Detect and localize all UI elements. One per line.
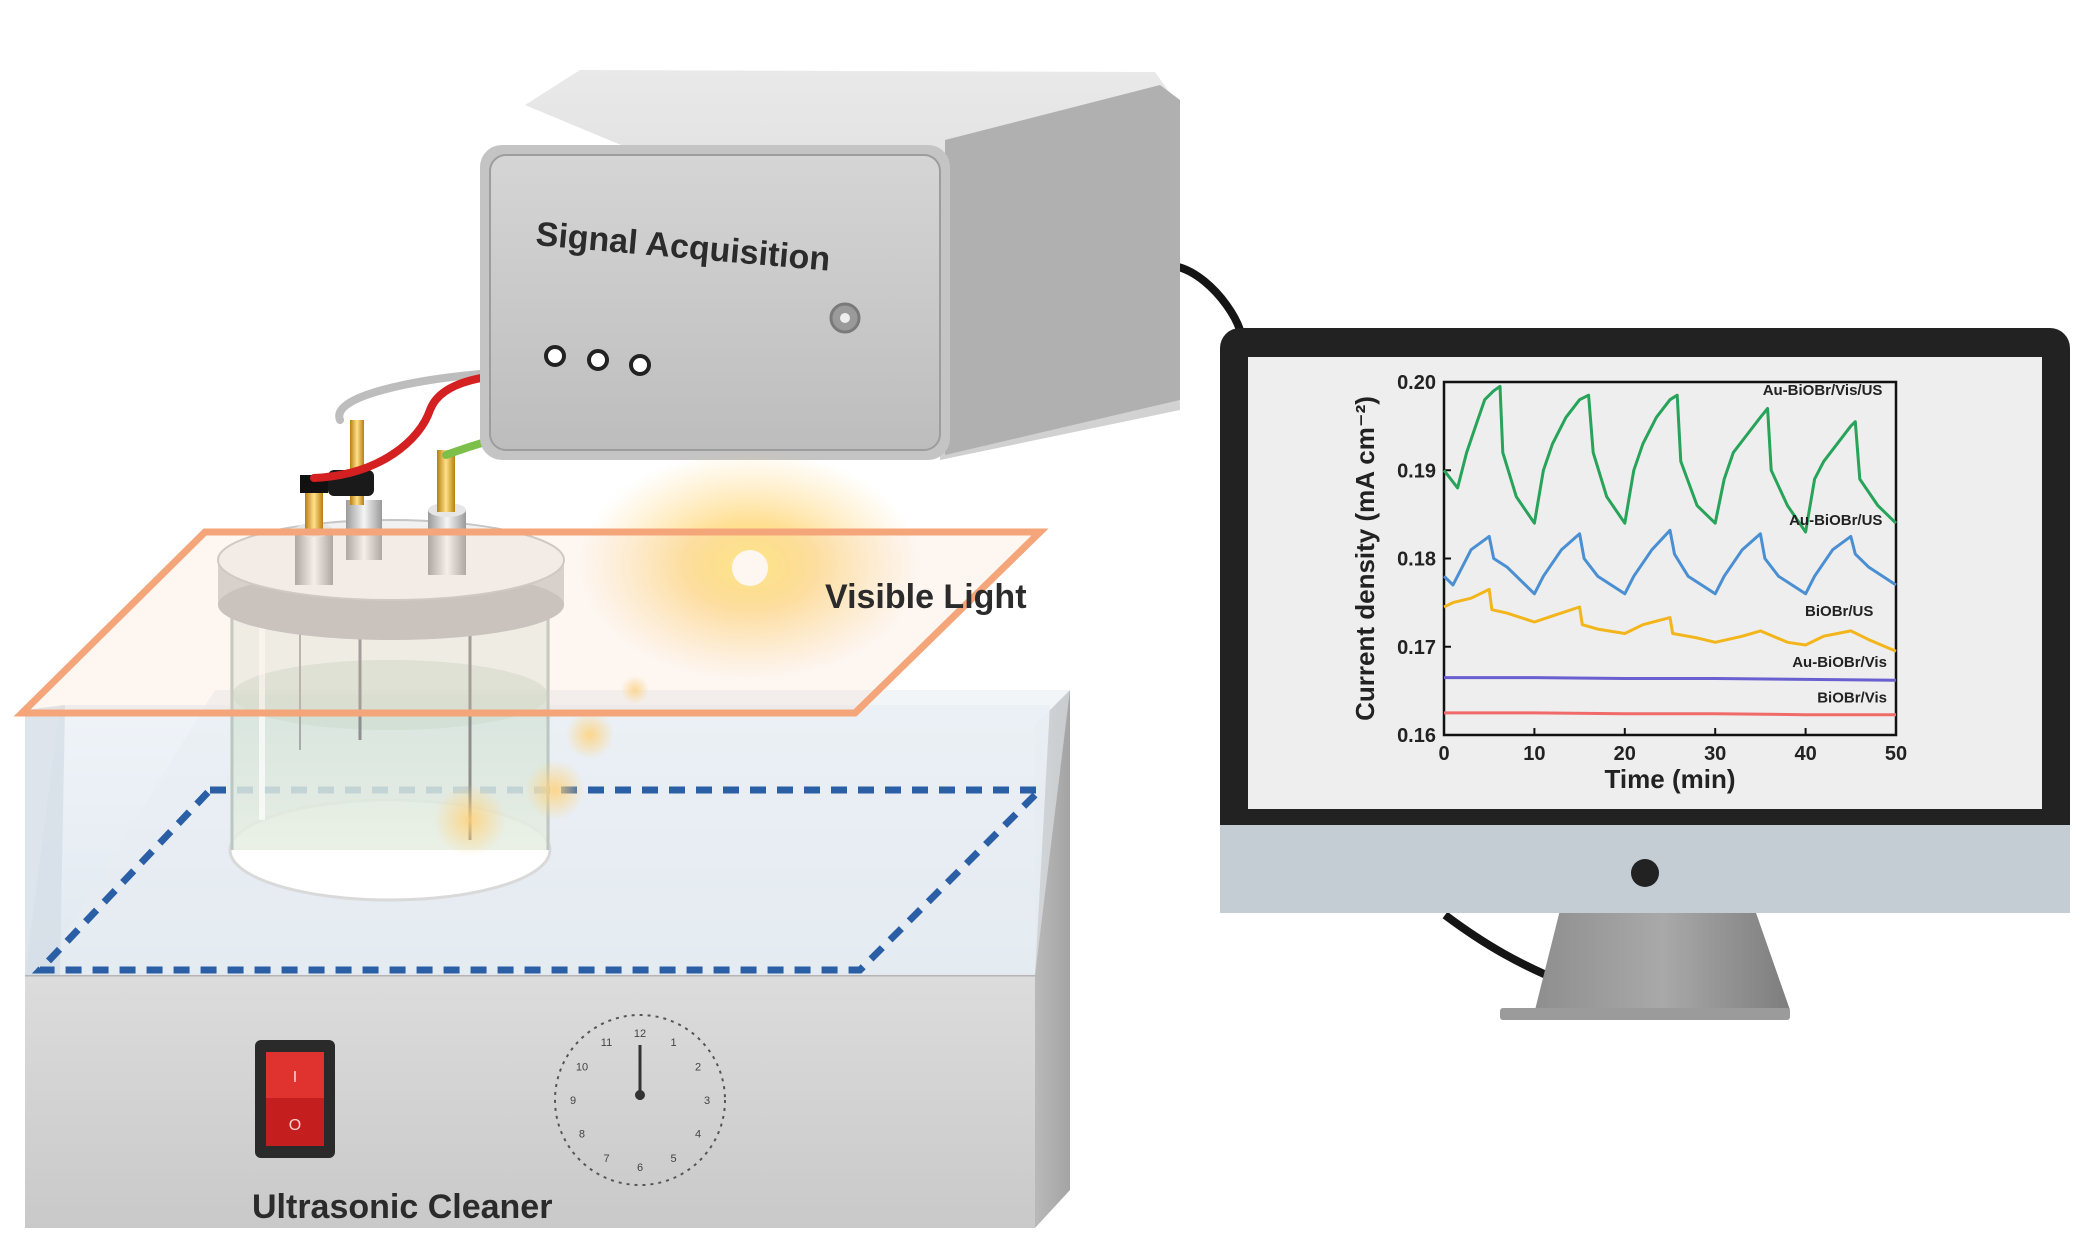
series-label: Au-BiOBr/Vis xyxy=(1792,654,1887,671)
x-tick-label: 10 xyxy=(1523,743,1545,765)
clock-number: 11 xyxy=(601,1037,612,1049)
clock-number: 2 xyxy=(695,1062,701,1074)
series-line xyxy=(1443,587,1897,653)
clock-number: 5 xyxy=(670,1153,676,1165)
light-source-icon xyxy=(434,450,920,856)
series-label: BiOBr/US xyxy=(1805,603,1873,620)
switch-off-mark: O xyxy=(289,1117,301,1134)
x-tick-label: 20 xyxy=(1614,743,1636,765)
clock-pivot xyxy=(635,1090,645,1100)
y-tick-label: 0.18 xyxy=(1397,549,1436,571)
series-line xyxy=(1444,711,1896,717)
port-icon[interactable] xyxy=(587,349,609,371)
series-line xyxy=(1444,676,1897,682)
y-tick-label: 0.19 xyxy=(1397,460,1436,482)
power-button-icon[interactable] xyxy=(1631,859,1659,887)
clock-number: 8 xyxy=(579,1129,585,1141)
dashed-bath-plane xyxy=(31,786,1049,974)
clock-number: 6 xyxy=(637,1162,643,1174)
clock-face xyxy=(554,1014,726,1186)
monitor-stand xyxy=(1535,910,1790,1010)
series-line xyxy=(1442,528,1897,596)
cleaner-front xyxy=(25,975,1035,1228)
series-label: Au-BiOBr/US xyxy=(1789,512,1882,529)
y-tick-label: 0.16 xyxy=(1397,725,1436,747)
x-tick-label: 50 xyxy=(1885,743,1907,765)
clock-number: 12 xyxy=(634,1028,646,1040)
rocker-switch-icon[interactable]: I O xyxy=(255,1040,335,1158)
clock-number: 9 xyxy=(570,1095,576,1107)
tank-floor xyxy=(40,690,1070,975)
monitor-screen xyxy=(1248,357,2042,809)
clock-number: 7 xyxy=(603,1153,609,1165)
signal-acquisition-box: Signal Acquisition xyxy=(480,70,1244,460)
y-tick-label: 0.20 xyxy=(1397,372,1436,394)
clock-number: 3 xyxy=(704,1095,710,1107)
y-tick-label: 0.17 xyxy=(1397,637,1436,659)
series-label: BiOBr/Vis xyxy=(1817,689,1887,706)
x-axis-label: Time (min) xyxy=(1605,764,1736,794)
clock-number: 4 xyxy=(695,1129,701,1141)
clock-number: 10 xyxy=(576,1062,588,1074)
port-icon[interactable] xyxy=(629,354,651,376)
port-icon[interactable] xyxy=(544,345,566,367)
visible-light-plate xyxy=(13,528,1049,717)
switch-on-mark: I xyxy=(293,1069,297,1086)
x-tick-label: 30 xyxy=(1704,743,1726,765)
series-label: Au-BiOBr/Vis/US xyxy=(1763,382,1883,399)
signal-box-ports xyxy=(544,345,651,376)
tank-left-wall xyxy=(25,705,65,975)
visible-light-label: Visible Light xyxy=(825,578,1027,616)
x-tick-label: 0 xyxy=(1438,743,1449,765)
series-line xyxy=(1442,384,1898,534)
ultrasonic-cleaner-label: Ultrasonic Cleaner xyxy=(252,1188,552,1226)
x-tick-label: 40 xyxy=(1794,743,1816,765)
y-axis-label: Current density (mA cm⁻²) xyxy=(1350,396,1380,721)
clock-number: 1 xyxy=(670,1037,676,1049)
